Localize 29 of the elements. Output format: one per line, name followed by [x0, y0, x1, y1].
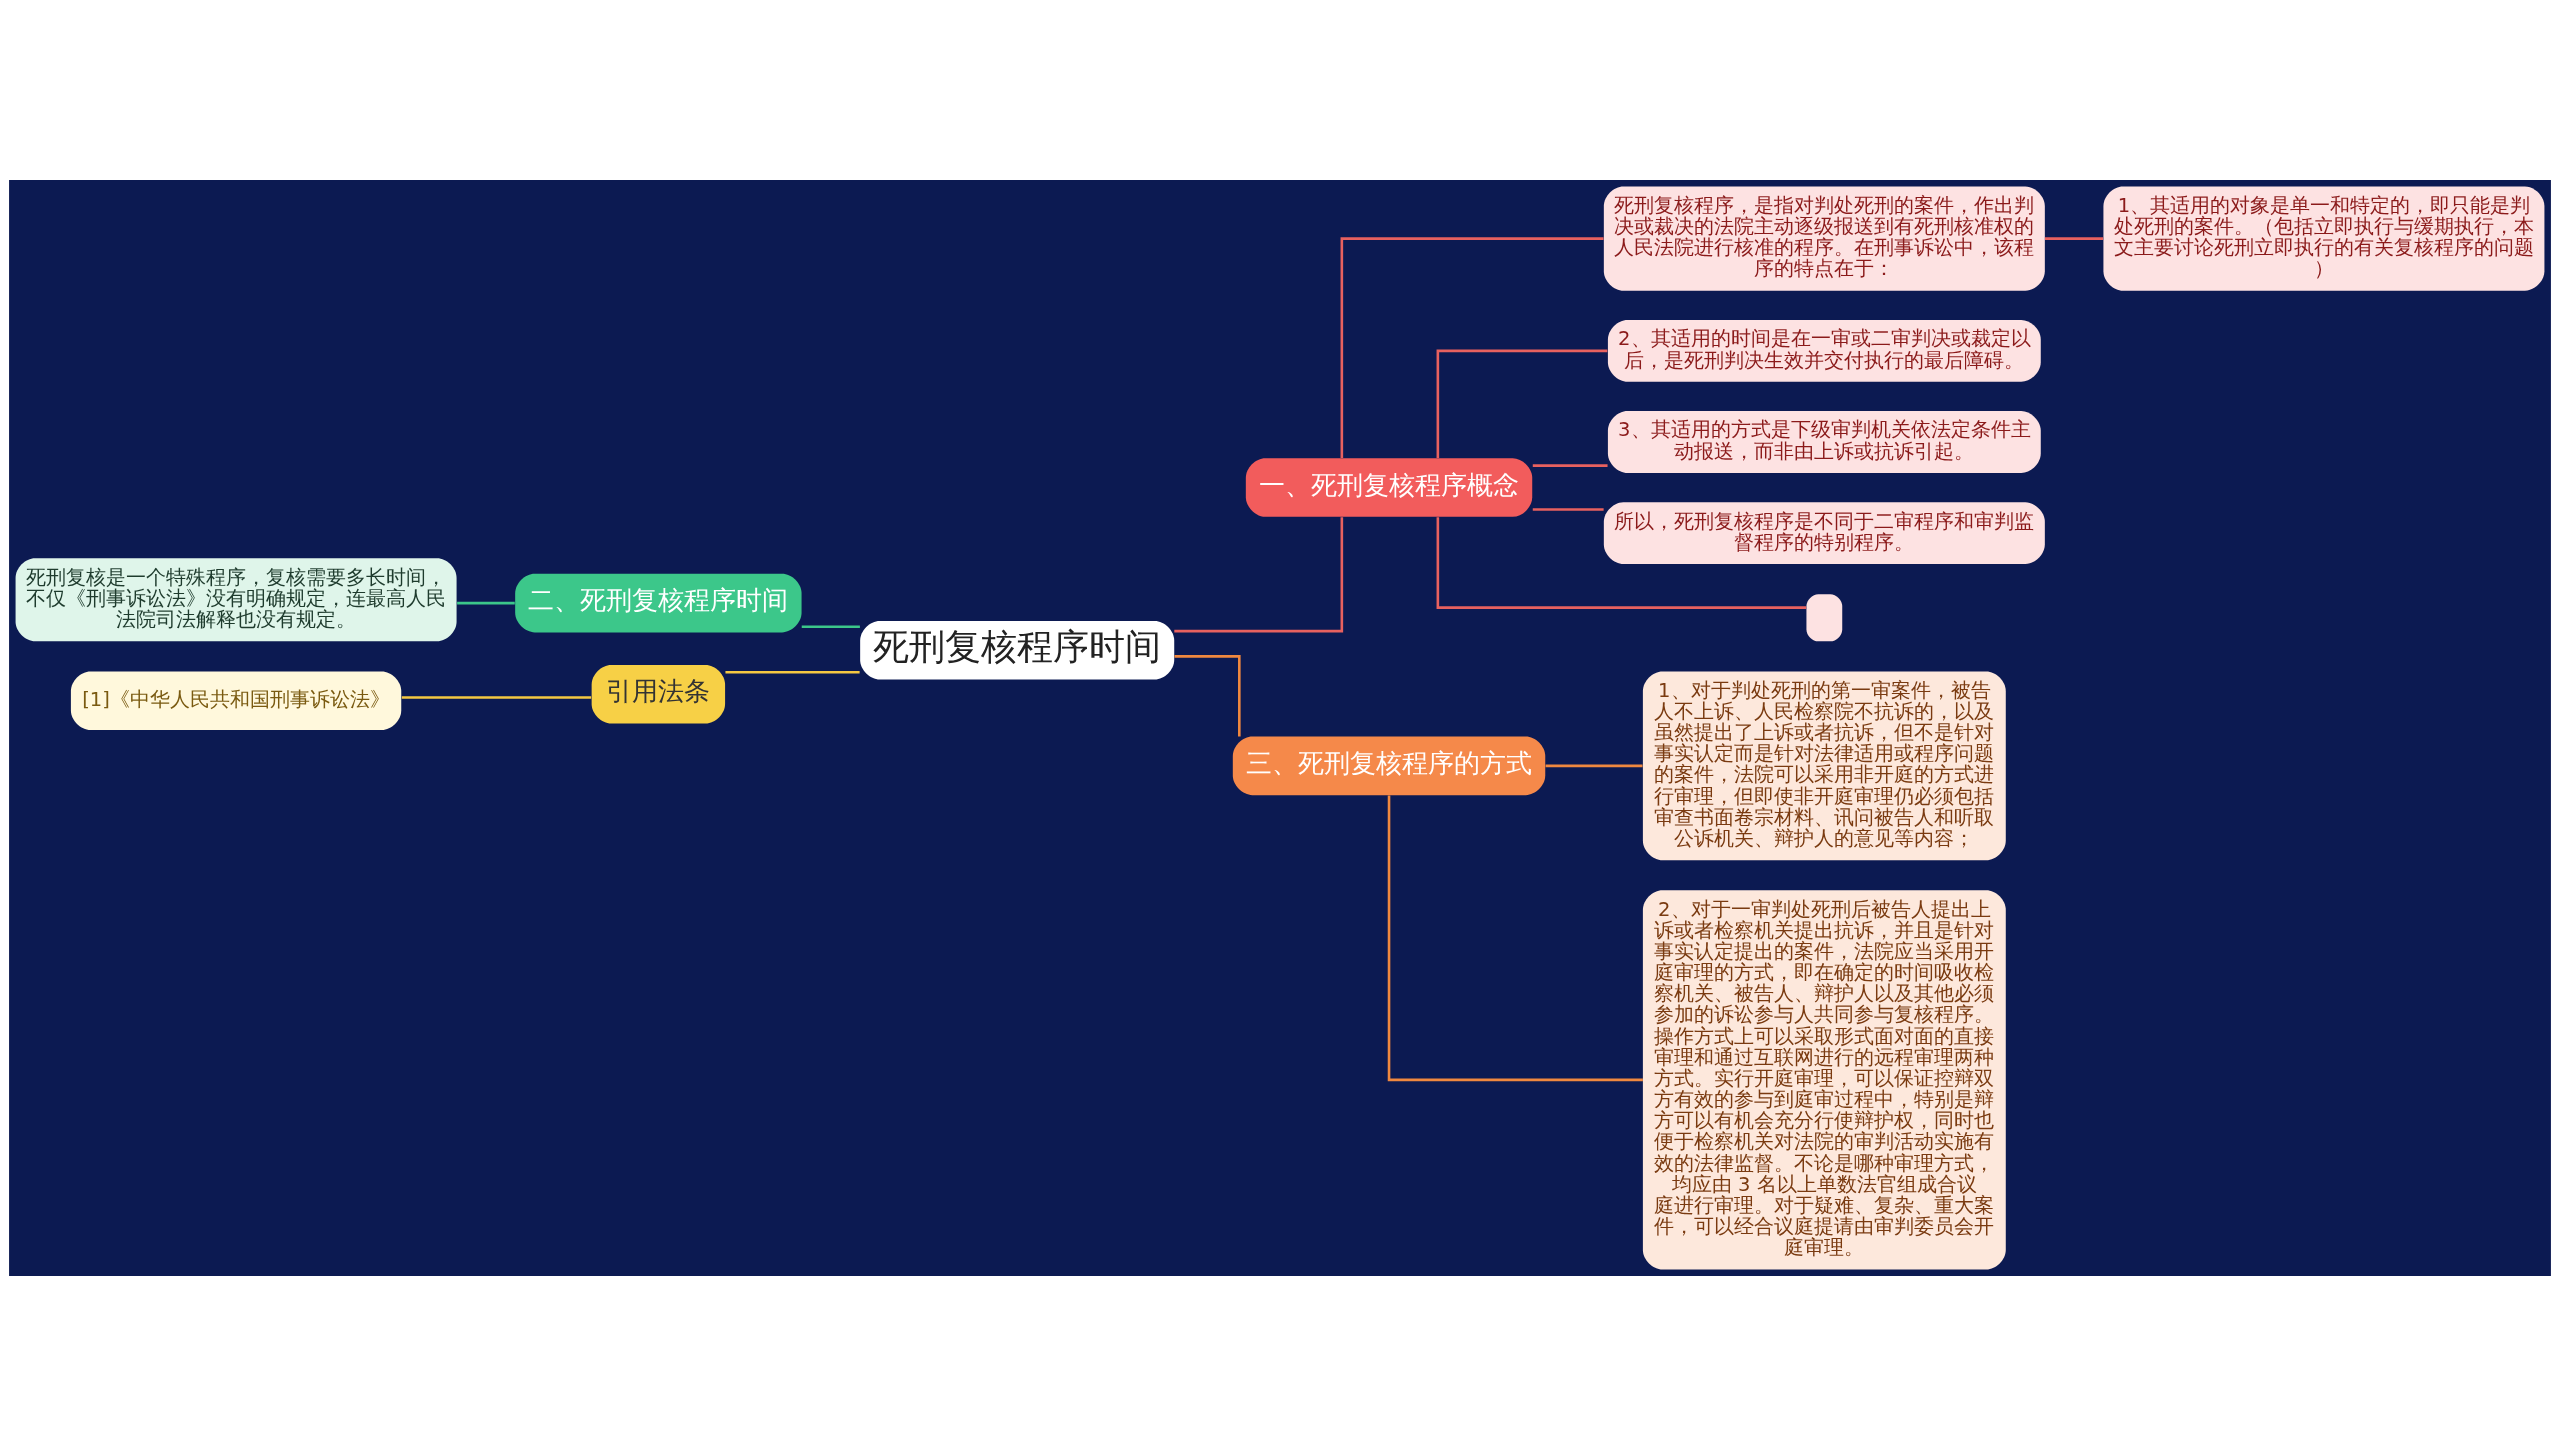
connector — [457, 601, 515, 605]
connector — [1174, 655, 1241, 737]
connector — [801, 625, 860, 628]
node-box — [1806, 594, 1843, 642]
node-box: 一、死刑复核程序概念 — [1245, 458, 1533, 517]
node-box: 3、其适用的方式是下级审判机关依法定条件主动报送，而非由上诉或抗诉引起。 — [1607, 411, 2041, 473]
node-box: 死刑复核是一个特殊程序，复核需要多长时间，不仅《刑事诉讼法》没有明确规定，连最高人民法院司法解释也没有规定。 — [15, 558, 457, 642]
connector — [1532, 464, 1608, 467]
connector — [1436, 349, 1608, 458]
node-box: 2、对于一审判处死刑后被告人提出上诉或者检察机关提出抗诉，并且是针对事实认定提出的案件，法院应当采用开庭审理的方式，即在确定的时间吸收检察机关、被告人、辩护人以及其他必须参加的诉讼参与人共同参与复核程序。操作方式上可以采取形式面对面的直接审理和通过互联网进行的远程审理两种方式。实行开庭审理，可以保证控辩双方有效的参与到庭审过程中，特别是辩方可以有机会充分行使辩护权，同时也便于检察机关对法院的审判活动实施有效的法律监督。不论是哪种审理方式，均应由 3 名以上单数法官组成合议庭进行审理。对于疑难、复杂、重大案件，可以经合议庭提请由审判委员会开庭审理。 — [1642, 890, 2006, 1270]
connector — [2044, 237, 2104, 240]
node-box: 1、对于判处死刑的第一审案件，被告人不上诉、人民检察院不抗诉的，以及虽然提出了上诉或者抗诉，但不是针对事实认定而是针对法律适用或程序问题的案件，法院可以采用非开庭的方式进行审理，但即使非开庭审理仍必须包括审查书面卷宗材料、讯问被告人和听取公诉机关、辩护人的意见等内容； — [1642, 671, 2006, 861]
node-box: 死刑复核程序，是指对判处死刑的案件，作出判决或裁决的法院主动逐级报送到有死刑核准权的人民法院进行核准的程序。在刑事诉讼中，该程序的特点在于： — [1603, 186, 2045, 291]
node-box: 引用法条 — [591, 664, 726, 724]
node-box: [1]《中华人民共和国刑事诉讼法》 — [70, 671, 402, 731]
connector — [1340, 237, 1604, 459]
connector — [1387, 795, 1643, 1082]
node-box: 所以，死刑复核程序是不同于二审程序和审判监督程序的特别程序。 — [1603, 502, 2045, 565]
node-box: 死刑复核程序时间 — [860, 621, 1175, 680]
node-box: 三、死刑复核程序的方式 — [1232, 736, 1546, 796]
connector — [1174, 517, 1344, 633]
connector — [1436, 517, 1807, 609]
connector — [401, 696, 592, 699]
connector — [725, 670, 860, 674]
node-box: 2、其适用的时间是在一审或二审判决或裁定以后，是死刑判决生效并交付执行的最后障碍。 — [1607, 319, 2041, 382]
node-box: 二、死刑复核程序时间 — [515, 573, 802, 633]
connector — [1545, 764, 1643, 768]
connector — [1532, 508, 1604, 511]
node-box: 1、其适用的对象是单一和特定的，即只能是判处死刑的案件。（包括立即执行与缓期执行，本文主要讨论死刑立即执行的有关复核程序的问题） — [2103, 186, 2545, 291]
